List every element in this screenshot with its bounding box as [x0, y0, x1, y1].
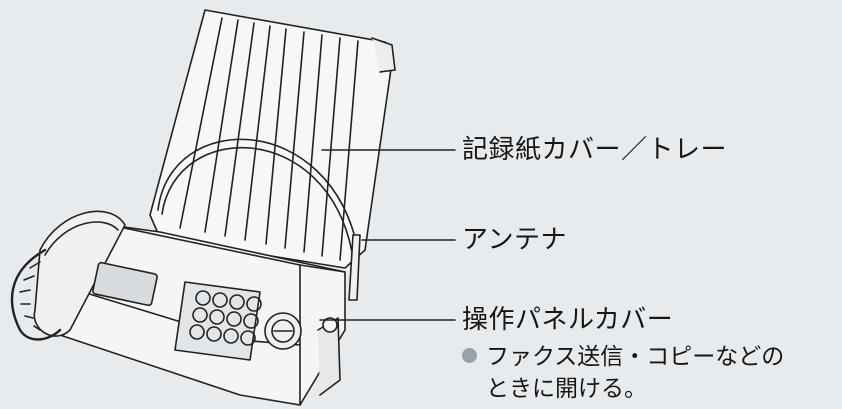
dial-knob [264, 312, 302, 350]
antenna [348, 234, 361, 301]
handset [33, 210, 126, 337]
label-antenna: アンテナ [462, 225, 567, 255]
label-paper-cover: 記録紙カバー／トレー [462, 135, 728, 165]
keypad [174, 281, 262, 361]
bullet-icon [462, 348, 477, 363]
handset-cord [10, 248, 62, 341]
lcd-display [92, 261, 158, 307]
paper-tray [149, 9, 396, 269]
label-panel-cover: 操作パネルカバー [462, 305, 674, 335]
panel-note-line1: ファクス送信・コピーなどの [462, 342, 784, 372]
panel-note-line2: ときに開ける。 [486, 376, 647, 402]
panel-note-text-1: ファクス送信・コピーなどの [486, 344, 785, 370]
